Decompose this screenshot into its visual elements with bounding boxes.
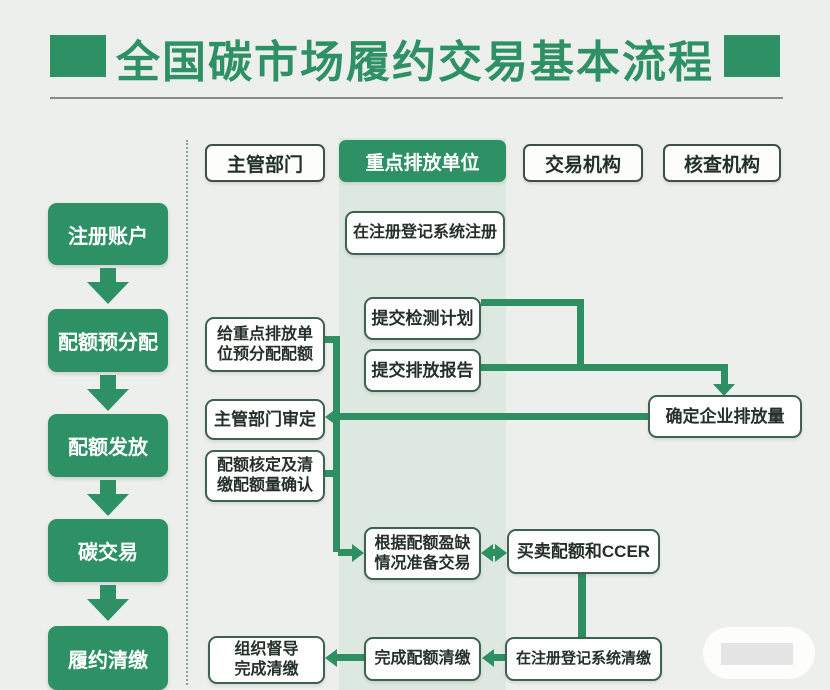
connector-trunk [333, 336, 340, 552]
connector-trunk-to-prepare [338, 549, 353, 556]
connector-settle-to-complete [491, 654, 506, 661]
node-register-in-system: 在注册登记系统注册 [345, 211, 505, 255]
page-title: 全国碳市场履约交易基本流程 [116, 38, 714, 87]
arrowhead-into-prepare [352, 544, 364, 562]
connector-verifier-drop [721, 364, 728, 385]
node-complete-settlement: 完成配额清缴 [364, 637, 481, 681]
stage-compliance-settlement: 履约清缴 [48, 626, 168, 690]
watermark-pill [703, 627, 815, 679]
title-square-right [724, 35, 780, 77]
stage-pre-allocation: 配额预分配 [48, 309, 168, 372]
arrowhead-into-supervise [325, 649, 337, 667]
stage-allowance-issue: 配额发放 [48, 414, 168, 477]
arrowhead-into-determine [713, 384, 735, 396]
node-settle-in-system: 在注册登记系统清缴 [505, 637, 662, 681]
arrowhead-into-complete [482, 649, 494, 667]
dashed-separator [186, 140, 188, 685]
arrowhead-into-prepare-back [481, 544, 493, 562]
connector-ccer-to-settle [578, 573, 586, 638]
node-trade-allowance-ccer: 买卖配额和CCER [507, 529, 660, 574]
connector-determine-to-review [337, 413, 648, 420]
connector-preallocate-out [325, 336, 337, 343]
connector-plan-drop [577, 299, 584, 371]
column-header-authority: 主管部门 [205, 144, 325, 182]
node-preallocate-allowance: 给重点排放单 位预分配配额 [205, 317, 325, 372]
title-divider [50, 97, 783, 99]
stage-register-account: 注册账户 [48, 203, 168, 265]
node-submit-monitoring-plan: 提交检测计划 [364, 297, 481, 340]
watermark-bar [721, 643, 793, 665]
connector-report-to-verifier [481, 364, 728, 371]
node-authority-review: 主管部门审定 [205, 399, 325, 440]
connector-plan-out [481, 299, 584, 306]
column-header-key-emitter: 重点排放单位 [339, 140, 506, 182]
node-supervise-settlement: 组织督导 完成清缴 [208, 636, 325, 684]
title-square-left [50, 35, 106, 77]
arrowhead-into-ccer [495, 544, 507, 562]
stage-carbon-trading: 碳交易 [48, 519, 168, 582]
connector-complete-to-supervise [336, 654, 365, 661]
connector-confirm-out [325, 470, 335, 477]
node-submit-emission-report: 提交排放报告 [364, 349, 481, 392]
column-header-exchange: 交易机构 [523, 144, 643, 182]
node-allowance-confirmation: 配额核定及清 缴配额量确认 [205, 450, 325, 502]
column-header-verifier: 核查机构 [663, 144, 781, 182]
node-determine-emissions: 确定企业排放量 [648, 395, 802, 438]
node-prepare-trading: 根据配额盈缺 情况准备交易 [364, 527, 481, 580]
